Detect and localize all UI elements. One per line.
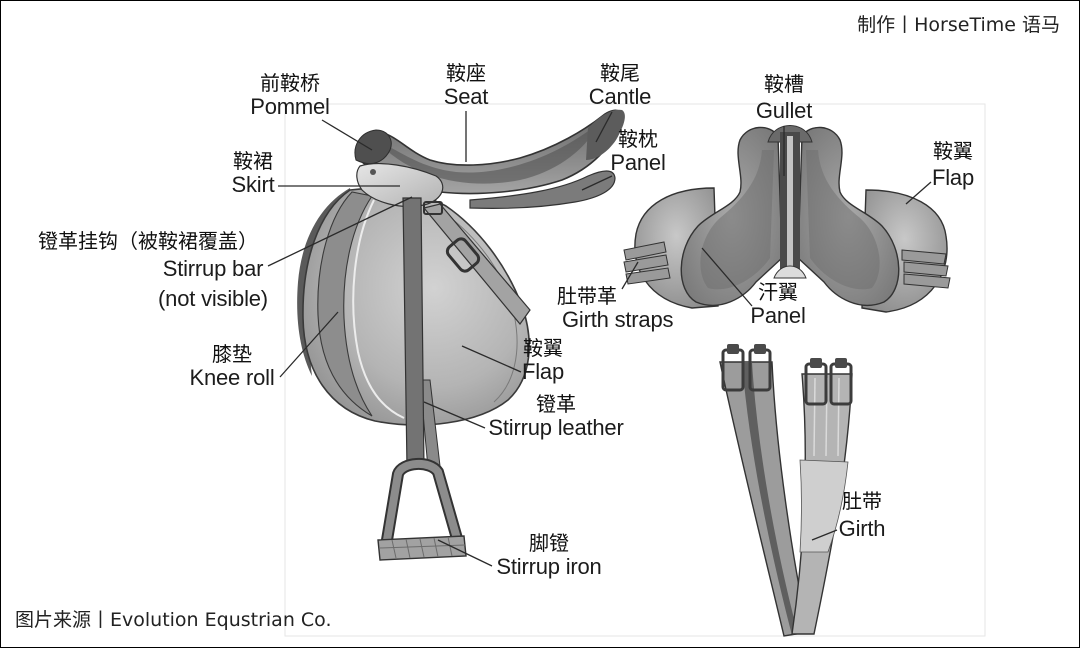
label-cantle: 鞍尾 Cantle [540,61,700,109]
label-pommel-zh: 前鞍桥 [260,71,320,95]
label-gullet-en: Gullet [755,98,813,123]
leader-line-panel-side [581,175,613,191]
maker-credit: 制作丨HorseTime 语马 [857,14,1060,36]
label-stirrup-leather-zh: 镫革 [536,392,576,416]
cantle-arch-under [773,265,807,279]
underside-view-saddle [623,125,951,313]
cantle-part [586,109,625,160]
label-panel-under-zh: 汗翼 [758,280,798,304]
label-girth-en: Girth [838,516,886,541]
label-girth-straps-zh: 肚带革 [557,284,617,308]
label-flap-under-zh: 鞍翼 [933,139,973,163]
knee-roll-highlight [352,199,405,419]
label-flap-side-en: Flap [522,359,564,384]
label-girth: 肚带 Girth [782,489,942,541]
label-stirrup-bar-note: (not visible) [158,286,268,311]
leader-line-stirrup-bar [267,196,413,267]
label-gullet-zh: 鞍槽 [764,72,804,96]
label-stirrup-iron-en: Stirrup iron [496,554,602,579]
label-seat: 鞍座 Seat [386,61,546,109]
girth-straps-left [623,241,671,285]
leader-line-girth-straps [621,261,639,290]
label-stirrup-bar: Stirrup bar (not visible) [133,254,293,314]
label-flap-side: 鞍翼 Flap [463,336,623,384]
label-panel-side-en: Panel [610,150,666,175]
leader-line-girth [811,529,838,541]
label-gullet: 鞍槽 Gullet [704,72,864,123]
label-cantle-en: Cantle [588,84,652,109]
girth-illustration [719,344,853,637]
label-stirrup-leather-en: Stirrup leather [488,415,624,440]
girth-straps-right [901,249,951,289]
label-skirt: 鞍裙 Skirt [173,149,333,197]
label-stirrup-bar-en: Stirrup bar [162,256,264,281]
girth-billet-tips [727,344,847,368]
leader-line-panel-under [701,247,753,307]
panel-under-left-padding [700,150,774,290]
girth-left-stripe [742,362,798,635]
label-stirrup-leather: 镫革 Stirrup leather [476,392,636,440]
label-stirrup-iron-zh: 脚镫 [529,531,569,555]
leader-line-cantle [595,111,613,143]
rear-panel-part [469,170,616,209]
label-skirt-zh: 鞍裙 [233,149,273,173]
panel-under-right-padding [806,150,880,290]
leader-line-flap-side [461,345,522,373]
image-source-credit: 图片来源丨Evolution Equstrian Co. [15,609,332,631]
side-view-saddle [297,109,625,561]
label-panel-under: 汗翼 Panel [698,280,858,328]
girth-center-section [799,459,849,553]
strap-keeper [445,237,481,273]
label-flap-side-zh: 鞍翼 [523,336,563,360]
leader-lines [267,111,932,567]
leader-line-knee-roll [279,311,339,378]
leader-line-stirrup-iron [437,539,493,567]
label-skirt-en: Skirt [231,172,275,197]
leader-line-stirrup-leather [423,401,486,429]
stirrup-iron-part [382,460,462,547]
label-girth-straps-en: Girth straps [562,307,674,332]
gullet-highlight [787,136,793,272]
skirt-nail [370,169,376,175]
label-seat-zh: 鞍座 [446,61,486,85]
panel-edge-shadow [297,188,352,376]
knee-roll-part [317,191,373,417]
leader-line-flap-under [905,181,932,205]
label-pommel: 前鞍桥 Pommel [210,71,370,119]
label-girth-zh: 肚带 [842,489,882,513]
label-panel-under-en: Panel [750,303,806,328]
illustration-frame [284,103,986,637]
label-girth-straps: 肚带革 Girth straps [557,284,673,332]
stirrup-leather-part [402,197,425,469]
pommel-part [354,129,392,165]
label-knee-roll-zh: 膝垫 [212,342,252,366]
seat-padding [376,122,600,184]
leader-line-pommel [321,119,373,151]
label-panel-side-zh: 鞍枕 [618,127,658,151]
strap-buckle [423,201,443,215]
label-flap-under-en: Flap [932,165,974,190]
label-knee-roll-en: Knee roll [189,365,275,390]
label-panel-side: 鞍枕 Panel [558,127,718,175]
label-stirrup-iron: 脚镫 Stirrup iron [469,531,629,579]
label-pommel-en: Pommel [250,94,330,119]
label-seat-en: Seat [443,84,489,109]
label-knee-roll: 膝垫 Knee roll [152,342,312,390]
label-flap-under: 鞍翼 Flap [873,139,1033,190]
label-stirrup-bar-zh: 镫革挂钩（被鞍裙覆盖） [38,229,258,253]
tread-grip-lines [379,536,466,559]
label-cantle-zh: 鞍尾 [600,61,640,85]
